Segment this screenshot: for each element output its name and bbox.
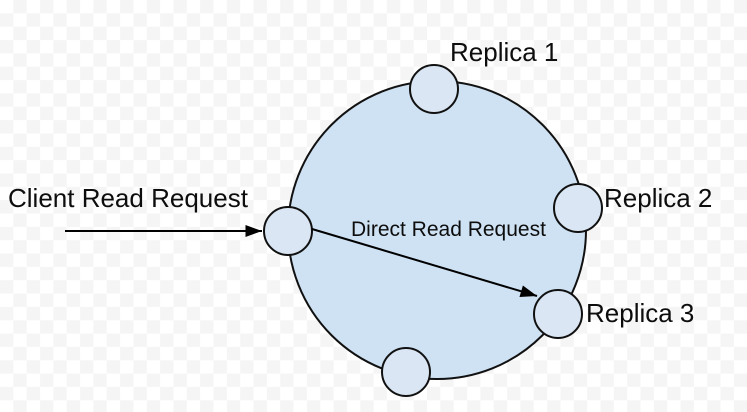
node-replica-2 — [553, 183, 603, 233]
client-read-label: Client Read Request — [8, 183, 249, 213]
node-replica-1 — [409, 64, 459, 114]
node-entry — [263, 206, 313, 256]
replica-3-label: Replica 3 — [586, 298, 694, 328]
node-bottom — [381, 347, 431, 397]
direct-read-arrow — [311, 228, 538, 298]
replica-1-label: Replica 1 — [450, 37, 558, 67]
direct-read-label: Direct Read Request — [351, 218, 546, 241]
node-replica-3 — [533, 289, 583, 339]
replica-2-label: Replica 2 — [604, 183, 712, 213]
